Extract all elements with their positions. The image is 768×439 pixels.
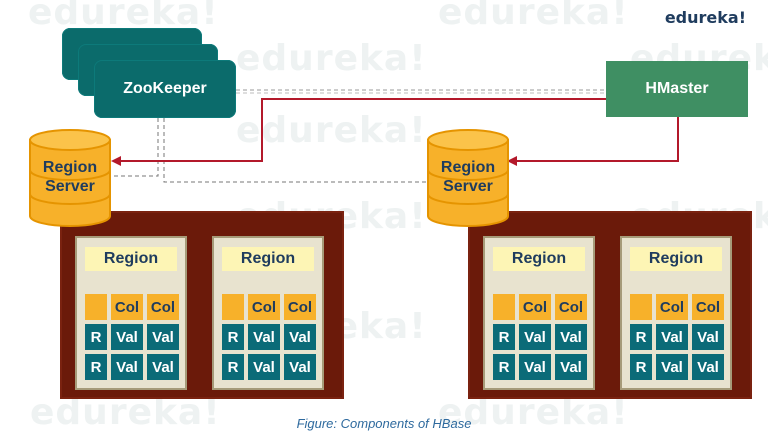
value-cell: Val bbox=[555, 324, 587, 350]
region-title: Region bbox=[630, 247, 722, 271]
watermark: edureka! bbox=[236, 38, 427, 79]
region: Region Col Col R Val Val R Val Val bbox=[212, 236, 324, 390]
value-cell: Val bbox=[519, 324, 551, 350]
region-title: Region bbox=[85, 247, 177, 271]
region-server-label-line2: Server bbox=[45, 178, 95, 195]
region: Region Col Col R Val Val R Val Val bbox=[620, 236, 732, 390]
value-cell: Val bbox=[656, 354, 688, 380]
col-header-cell: Col bbox=[111, 294, 143, 320]
col-header-cell: Col bbox=[692, 294, 724, 320]
value-cell: Val bbox=[248, 354, 280, 380]
watermark: edureka! bbox=[28, 0, 219, 33]
region-server-1: Region Server bbox=[28, 128, 112, 228]
col-header-cell: Col bbox=[656, 294, 688, 320]
zk-to-server1-line bbox=[110, 118, 159, 177]
zk-to-server1-line bbox=[163, 118, 426, 183]
value-cell: Val bbox=[111, 354, 143, 380]
col-header-cell: Col bbox=[248, 294, 280, 320]
col-header-cell: Col bbox=[519, 294, 551, 320]
database-cylinder-icon bbox=[29, 129, 111, 227]
region-server-label-line1: Region bbox=[42, 159, 98, 176]
hmaster-to-server2-arrow bbox=[507, 117, 679, 166]
empty-header-cell bbox=[222, 294, 244, 320]
region: Region Col Col R Val Val R Val Val bbox=[483, 236, 595, 390]
edureka-logo: edureka! bbox=[664, 8, 746, 27]
watermark: edureka! bbox=[236, 110, 427, 151]
col-header-cell: Col bbox=[284, 294, 316, 320]
value-cell: Val bbox=[284, 354, 316, 380]
hmaster-label: HMaster bbox=[645, 80, 709, 97]
region-title: Region bbox=[222, 247, 314, 271]
value-cell: Val bbox=[519, 354, 551, 380]
value-cell: Val bbox=[284, 324, 316, 350]
value-cell: Val bbox=[692, 354, 724, 380]
watermark: edureka! bbox=[438, 0, 629, 33]
region-server-2: Region Server bbox=[426, 128, 510, 228]
row-key-cell: R bbox=[85, 354, 107, 380]
empty-header-cell bbox=[85, 294, 107, 320]
value-cell: Val bbox=[692, 324, 724, 350]
empty-header-cell bbox=[630, 294, 652, 320]
row-key-cell: R bbox=[630, 324, 652, 350]
value-cell: Val bbox=[147, 324, 179, 350]
value-cell: Val bbox=[656, 324, 688, 350]
region-server-label-line2: Server bbox=[443, 178, 493, 195]
region-server-label-line1: Region bbox=[440, 159, 496, 176]
figure-caption: Figure: Components of HBase bbox=[296, 416, 472, 431]
value-cell: Val bbox=[147, 354, 179, 380]
value-cell: Val bbox=[111, 324, 143, 350]
row-key-cell: R bbox=[85, 324, 107, 350]
hmaster-to-server1-arrow bbox=[111, 98, 606, 166]
region: Region Col Col R Val Val R Val Val bbox=[75, 236, 187, 390]
row-key-cell: R bbox=[493, 324, 515, 350]
zookeeper-label: ZooKeeper bbox=[123, 80, 207, 97]
value-cell: Val bbox=[555, 354, 587, 380]
row-key-cell: R bbox=[630, 354, 652, 380]
zookeeper-node bbox=[94, 60, 236, 118]
region-server-label: Region Server bbox=[426, 158, 510, 196]
row-key-cell: R bbox=[493, 354, 515, 380]
region-server-label: Region Server bbox=[28, 158, 112, 196]
hmaster-node: HMaster bbox=[606, 61, 748, 117]
row-key-cell: R bbox=[222, 324, 244, 350]
region-title: Region bbox=[493, 247, 585, 271]
empty-header-cell bbox=[493, 294, 515, 320]
col-header-cell: Col bbox=[555, 294, 587, 320]
value-cell: Val bbox=[248, 324, 280, 350]
row-key-cell: R bbox=[222, 354, 244, 380]
database-cylinder-icon bbox=[427, 129, 509, 227]
col-header-cell: Col bbox=[147, 294, 179, 320]
